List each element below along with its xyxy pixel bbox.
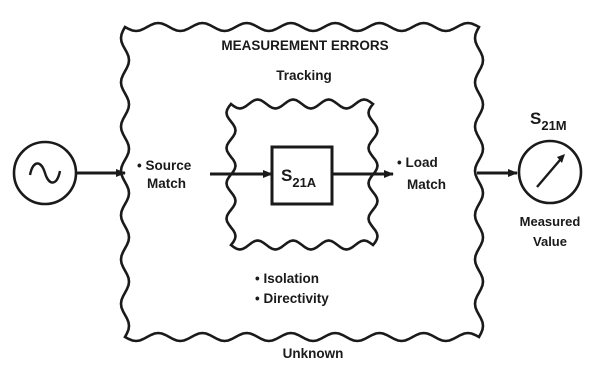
source-match-label-1: • Source [137, 158, 192, 173]
source-match-label-2: Match [147, 176, 186, 191]
meter-dial-icon [517, 139, 583, 205]
dut-block: S21A [270, 145, 334, 206]
directivity-label: • Directivity [255, 291, 329, 306]
tracking-boundary [225, 98, 379, 251]
dut-label: S21A [281, 166, 317, 190]
isolation-label: • Isolation [255, 271, 319, 286]
measured-value-label-1: Measured [520, 214, 581, 229]
load-match-label-1: • Load [397, 155, 438, 170]
sine-wave-source-icon [12, 140, 78, 206]
measured-value-label-2: Value [533, 234, 567, 249]
meter-symbol: S21M [530, 109, 567, 133]
measurement-errors-boundary [119, 21, 485, 343]
load-match-label-2: Match [407, 177, 446, 192]
tracking-label: Tracking [276, 68, 332, 83]
measurement-errors-title: MEASUREMENT ERRORS [221, 38, 388, 53]
unknown-label: Unknown [283, 346, 344, 361]
